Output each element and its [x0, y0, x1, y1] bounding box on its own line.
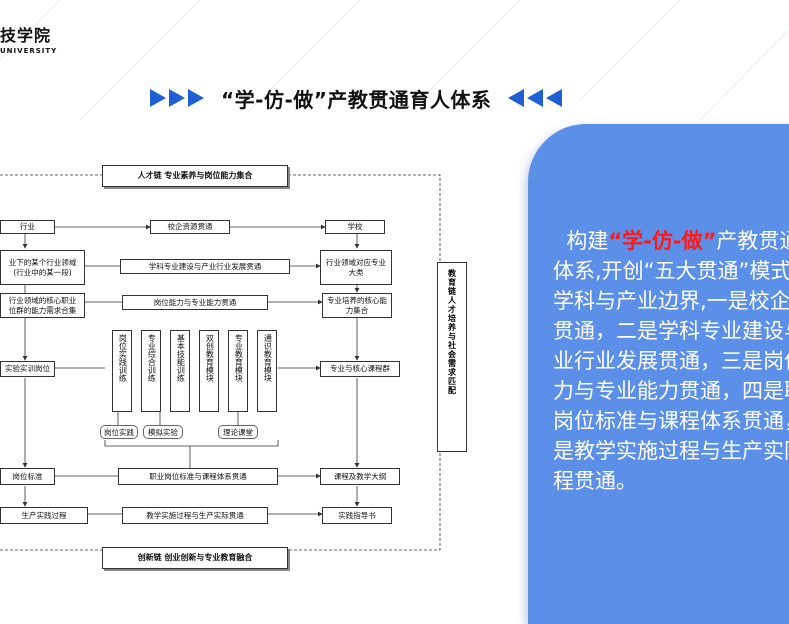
left-core-box: 行业领域的核心职业 位群的能力需求合集 — [0, 293, 85, 318]
teaching-process-link-box: 教学实施过程与生产实际贯通 — [122, 507, 268, 524]
university-logo: 技学院 UNIVERSITY — [0, 22, 57, 55]
standard-system-link-box: 职业岗位标准与课程体系贯通 — [118, 468, 278, 485]
logo-subtext: UNIVERSITY — [0, 47, 58, 55]
triangle-left-icon — [527, 89, 544, 107]
training-post-box: 实验实训岗位 — [0, 361, 55, 377]
education-chain-box: 教育链人才培养与社会需求匹配 — [437, 262, 467, 452]
triangle-right-icon — [169, 89, 185, 107]
module-box: 专业综合训练 — [141, 330, 161, 412]
discipline-link-box: 学科专业建设与产业行业发展贯通 — [120, 259, 290, 274]
tag-theory-class: 理论课堂 — [218, 425, 258, 439]
module-box: 双创教育模块 — [199, 330, 219, 412]
description-panel — [528, 124, 789, 624]
cooperation-box: 校企资源贯通 — [150, 220, 230, 234]
education-system-diagram: 人才链 专业素养与岗位能力集合 行业 校企资源贯通 学校 业下的某个行业领域 (… — [0, 150, 470, 585]
module-box: 岗位实践训练 — [112, 330, 132, 412]
practice-guide-box: 实践指导书 — [322, 507, 392, 524]
school-box: 学校 — [325, 220, 385, 234]
bottom-chain-box: 创新链 创业创新与专业教育融合 — [102, 547, 288, 569]
industry-box: 行业 — [0, 220, 55, 234]
module-box: 专业教育模块 — [228, 330, 248, 412]
syllabus-box: 课程及教学大纲 — [320, 468, 400, 485]
tag-post-practice: 岗位实践 — [100, 425, 138, 439]
diagram-connectors — [0, 174, 441, 551]
module-box: 通识教育模块 — [257, 330, 277, 412]
top-chain-box: 人才链 专业素养与岗位能力集合 — [102, 165, 288, 187]
logo-text: 技学院 — [0, 26, 52, 45]
tag-simulation: 模拟实验 — [143, 425, 183, 439]
triangle-left-icon — [546, 89, 563, 107]
post-standard-box: 岗位标准 — [0, 468, 55, 485]
ability-link-box: 岗位能力与专业能力贯通 — [122, 295, 268, 310]
major-category-box: 行业领域对应专业 大类 — [320, 250, 392, 285]
triangle-right-icon — [188, 89, 204, 107]
triangle-right-icon — [150, 89, 166, 107]
triangle-left-icon — [508, 89, 525, 107]
slide-title: “学-仿-做”产教贯通育人体系 — [221, 87, 492, 112]
slide-title-row: “学-仿-做”产教贯通育人体系 — [150, 80, 563, 116]
courses-box: 专业与核心课程群 — [320, 361, 400, 377]
description-text: 构建“学-仿-做”产教贯通育人 体系,开创“五大贯通”模式, 学科与产业边界,一… — [553, 229, 789, 493]
module-box: 基本技能训练 — [170, 330, 190, 412]
production-process-box: 生产实践过程 — [0, 507, 88, 524]
description-highlight: “学-仿-做” — [608, 229, 717, 253]
right-core-box: 专业培养的核心能 力集合 — [322, 293, 392, 318]
industry-field-box: 业下的某个行业领域 (行业中的某一段) — [0, 250, 85, 285]
